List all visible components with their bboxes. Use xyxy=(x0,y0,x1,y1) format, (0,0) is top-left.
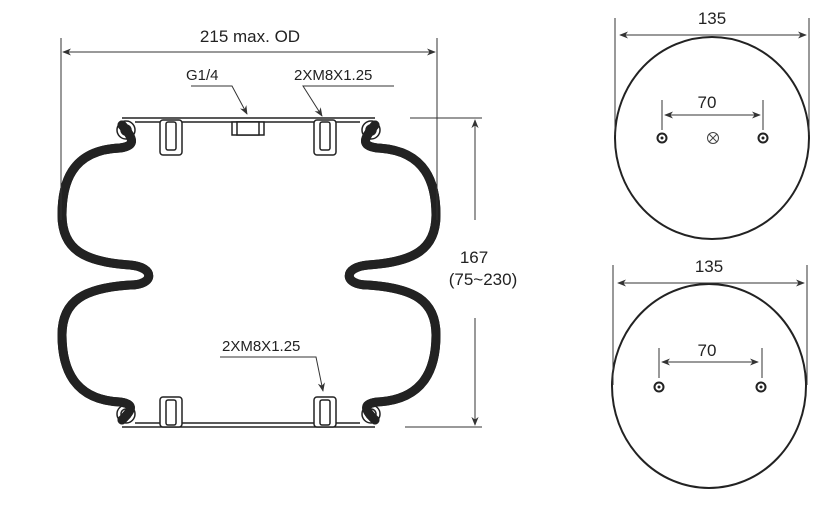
height-label: 167 xyxy=(460,248,488,267)
air-inlet-fitting xyxy=(231,121,265,136)
od-dimension: 215 max. OD xyxy=(60,27,438,220)
height-dimension: 167 (75~230) xyxy=(405,117,518,428)
bolt-hole-icon xyxy=(653,381,665,393)
bolt-hole-icon xyxy=(755,381,767,393)
bead-rings xyxy=(116,120,381,424)
air-inlet-label: G1/4 xyxy=(186,67,219,84)
top-plate-view: 135 70 xyxy=(614,9,810,240)
top-diameter-label: 135 xyxy=(698,9,726,28)
bottom-bolt-label: 2XM8X1.25 xyxy=(222,338,300,355)
bolt-hole-icon xyxy=(757,132,769,144)
bolt-studs xyxy=(159,119,337,428)
bolt-hole-icon xyxy=(656,132,668,144)
bottom-spacing-label: 70 xyxy=(698,341,717,360)
air-inlet-icon xyxy=(707,132,719,144)
bellows-side-view: 215 max. OD G1/4 2XM8X1.25 2XM8X1.25 167… xyxy=(57,27,518,428)
bellows-outline xyxy=(57,120,441,425)
bottom-bolt-callout: 2XM8X1.25 xyxy=(220,338,325,392)
air-inlet-callout: G1/4 xyxy=(186,67,248,115)
bottom-plate-view: 135 70 xyxy=(611,257,808,489)
top-spacing-label: 70 xyxy=(698,93,717,112)
top-bolt-callout: 2XM8X1.25 xyxy=(294,67,394,117)
top-bolt-label: 2XM8X1.25 xyxy=(294,67,372,84)
height-range-label: (75~230) xyxy=(449,270,518,289)
od-label: 215 max. OD xyxy=(200,27,300,46)
bottom-diameter-label: 135 xyxy=(695,257,723,276)
